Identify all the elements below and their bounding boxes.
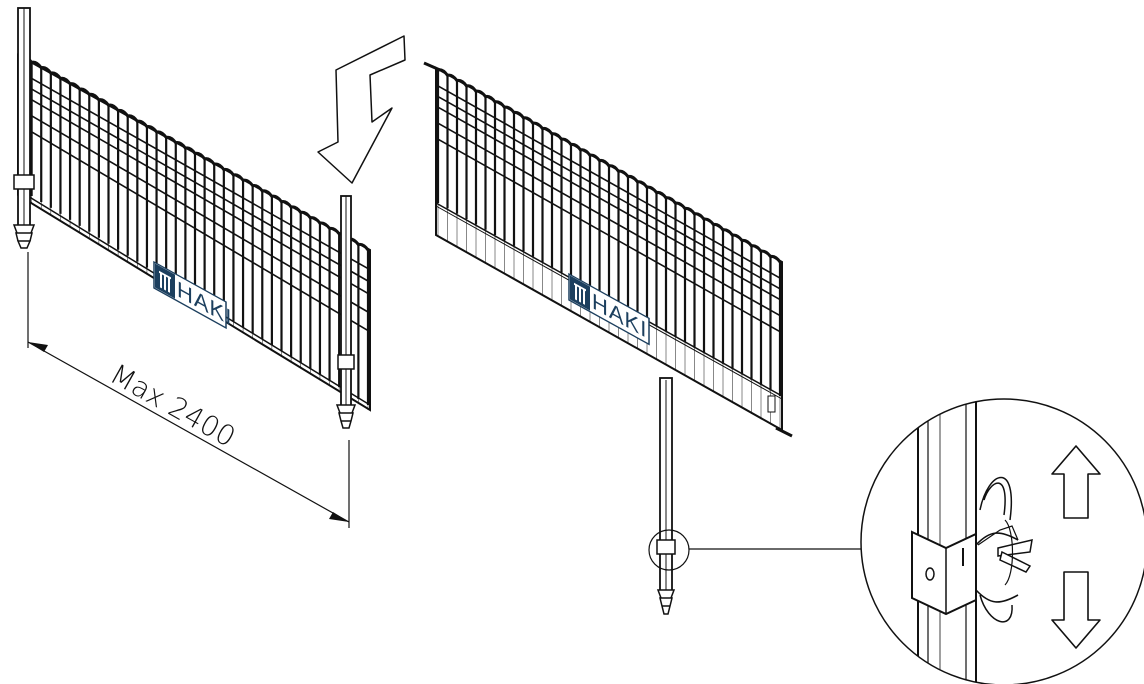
right-top-rail	[437, 68, 782, 263]
left-haki-logo: HAKI	[153, 260, 232, 332]
mesh-wire	[437, 95, 781, 290]
mesh-wire	[21, 72, 369, 270]
left-fence-panel: HAKI	[12, 7, 371, 429]
detail-callout-circle	[648, 529, 690, 571]
standalone-post	[648, 377, 862, 615]
right-fence-panel: HAKI	[423, 61, 793, 438]
detail-zoom-view	[860, 398, 1144, 684]
left-panel-mesh	[20, 57, 370, 410]
mesh-wire	[21, 125, 369, 332]
mesh-wire	[437, 106, 781, 301]
down-arrow-icon	[317, 35, 406, 184]
right-panel-mesh	[436, 70, 782, 430]
left-top-rail	[21, 55, 370, 251]
mesh-wire	[21, 109, 369, 313]
left-end-post	[12, 7, 36, 249]
mesh-wire	[21, 82, 369, 282]
mesh-wire	[21, 93, 369, 295]
dimension-label: Max 2400	[105, 357, 242, 453]
mesh-wire	[437, 138, 781, 333]
left-panel-right-post	[335, 195, 357, 429]
down-arrow-icon	[1051, 571, 1101, 649]
mesh-wire	[437, 85, 781, 279]
up-arrow-icon	[1051, 445, 1101, 519]
mesh-wire	[437, 122, 781, 317]
right-brand-name: HAKI	[592, 289, 647, 344]
